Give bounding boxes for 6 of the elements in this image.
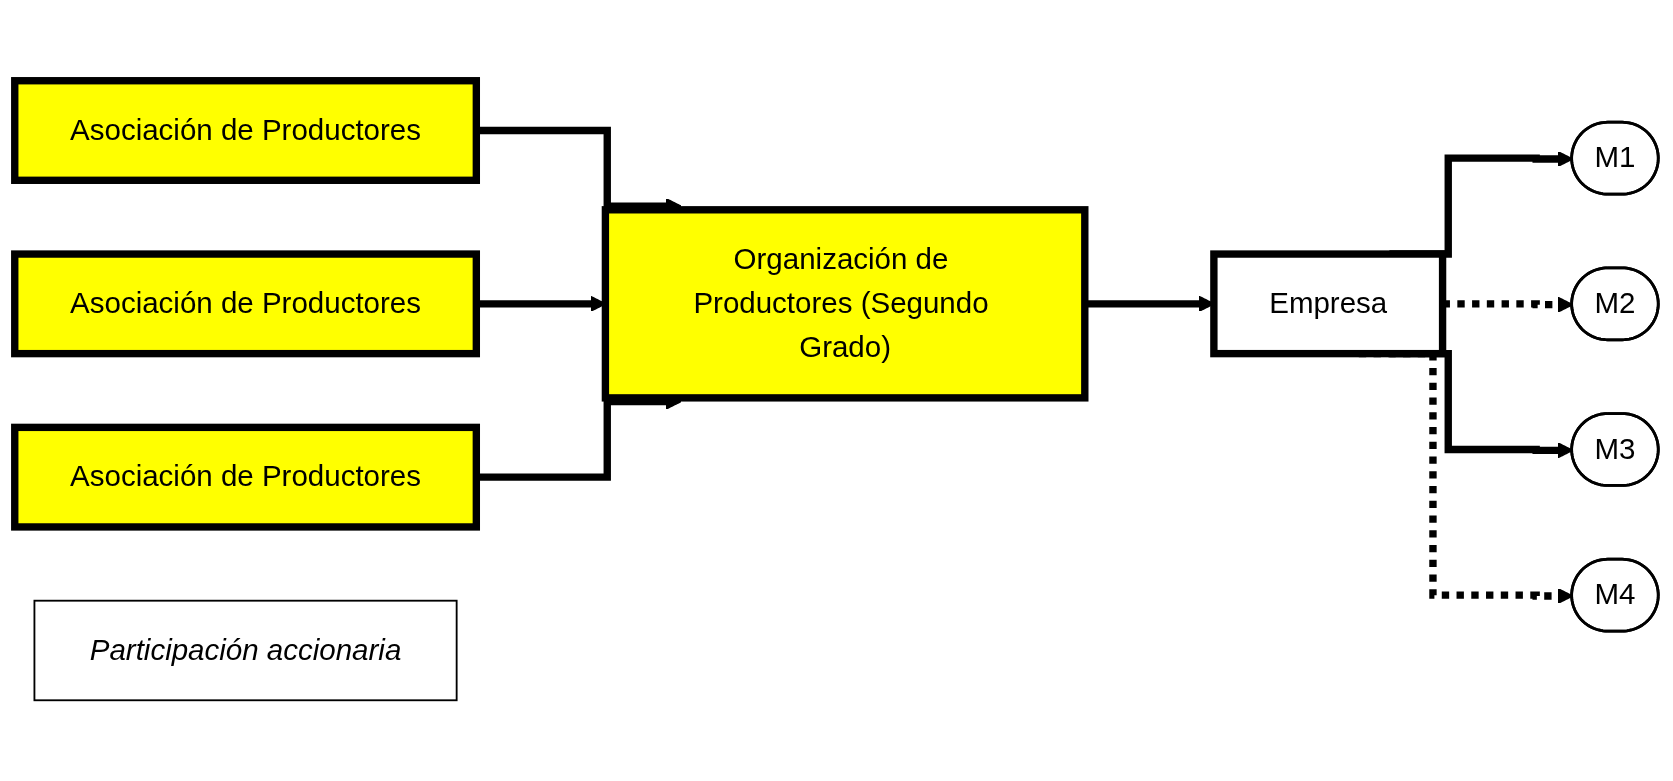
node-box: Asociación de Productores <box>11 77 480 184</box>
node-box: Asociación de Productores <box>11 423 480 531</box>
node-box: Organización de Productores (Segundo Grado) <box>601 206 1089 402</box>
node-box: Empresa <box>1210 250 1447 358</box>
node-box: Participación accionaria <box>33 599 458 702</box>
node-box: Asociación de Productores <box>11 250 480 358</box>
